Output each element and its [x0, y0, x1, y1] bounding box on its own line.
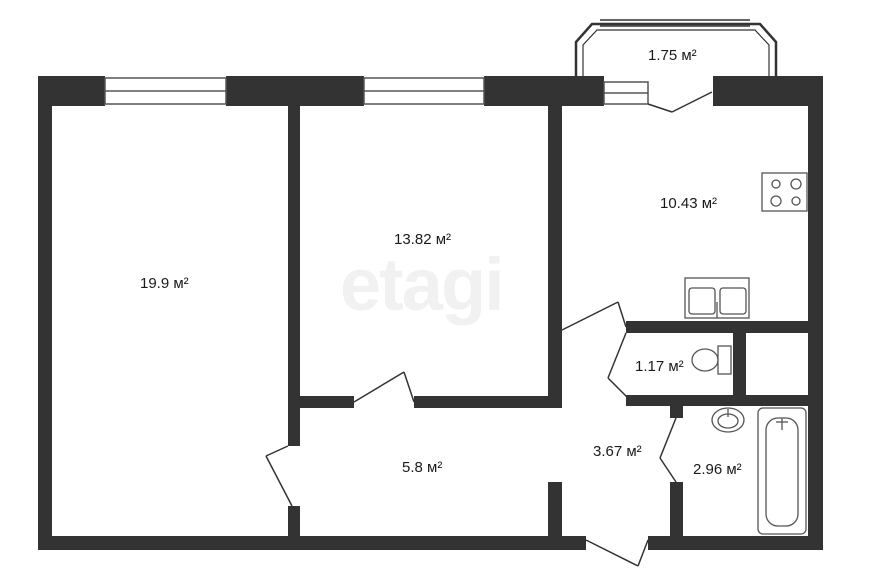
room-label-toilet: 1.17 м²: [635, 358, 684, 375]
room-label-room-2: 13.82 м²: [394, 231, 451, 248]
interior-walls: [288, 104, 810, 538]
windows: [104, 77, 649, 105]
room-label-bathroom: 2.96 м²: [693, 461, 742, 478]
watermark-logo: etagi: [340, 243, 503, 326]
room-label-balcony: 1.75 м²: [648, 47, 697, 64]
outer-walls: [38, 76, 823, 550]
toilet-icon: [691, 345, 732, 375]
room-label-hall: 3.67 м²: [593, 443, 642, 460]
balcony-door: [647, 91, 713, 113]
room-label-corridor: 5.8 м²: [402, 459, 442, 476]
balcony: [574, 19, 778, 76]
room-labels: 19.9 м² 13.82 м² 10.43 м² 1.75 м² 1.17 м…: [140, 47, 742, 478]
kitchen-sink-icon: [684, 277, 750, 319]
bathtub-icon: [757, 407, 807, 535]
doors: [265, 301, 677, 567]
room-label-room-1: 19.9 м²: [140, 275, 189, 292]
stove-icon: [761, 172, 808, 212]
wash-basin-icon: [711, 407, 745, 433]
room-label-kitchen: 10.43 м²: [660, 195, 717, 212]
